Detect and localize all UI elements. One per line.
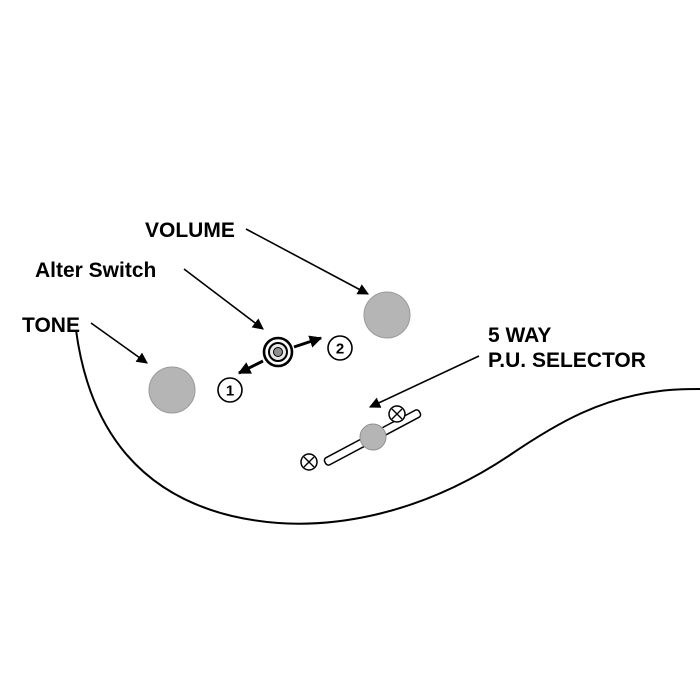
alter-switch-leader-arrow <box>183 268 264 330</box>
position-2-number: 2 <box>336 341 344 358</box>
selector-screw-left <box>300 453 318 471</box>
selector-screw-right <box>388 405 406 423</box>
position-1-number: 1 <box>226 383 234 400</box>
selector-knob <box>359 423 387 451</box>
position-2-marker: 2 <box>327 335 353 361</box>
guitar-body-outline <box>75 329 700 525</box>
alter-switch-label: Alter Switch <box>35 259 156 282</box>
pickup-selector-switch <box>300 405 422 471</box>
selector-leader-arrow <box>368 355 480 408</box>
volume-leader-arrow <box>245 228 369 295</box>
alter-direction-arrow-left <box>237 359 264 375</box>
volume-knob <box>363 291 411 339</box>
tone-leader-arrow <box>90 322 148 364</box>
tone-label: TONE <box>22 314 80 337</box>
alter-switch-knob <box>262 336 294 368</box>
volume-label: VOLUME <box>145 219 235 242</box>
selector-label-line1: 5 WAY <box>488 324 551 347</box>
tone-knob <box>148 366 196 414</box>
alter-direction-arrow-right <box>293 335 323 349</box>
selector-label-line2: P.U. SELECTOR <box>488 349 646 372</box>
position-1-marker: 1 <box>217 377 243 403</box>
